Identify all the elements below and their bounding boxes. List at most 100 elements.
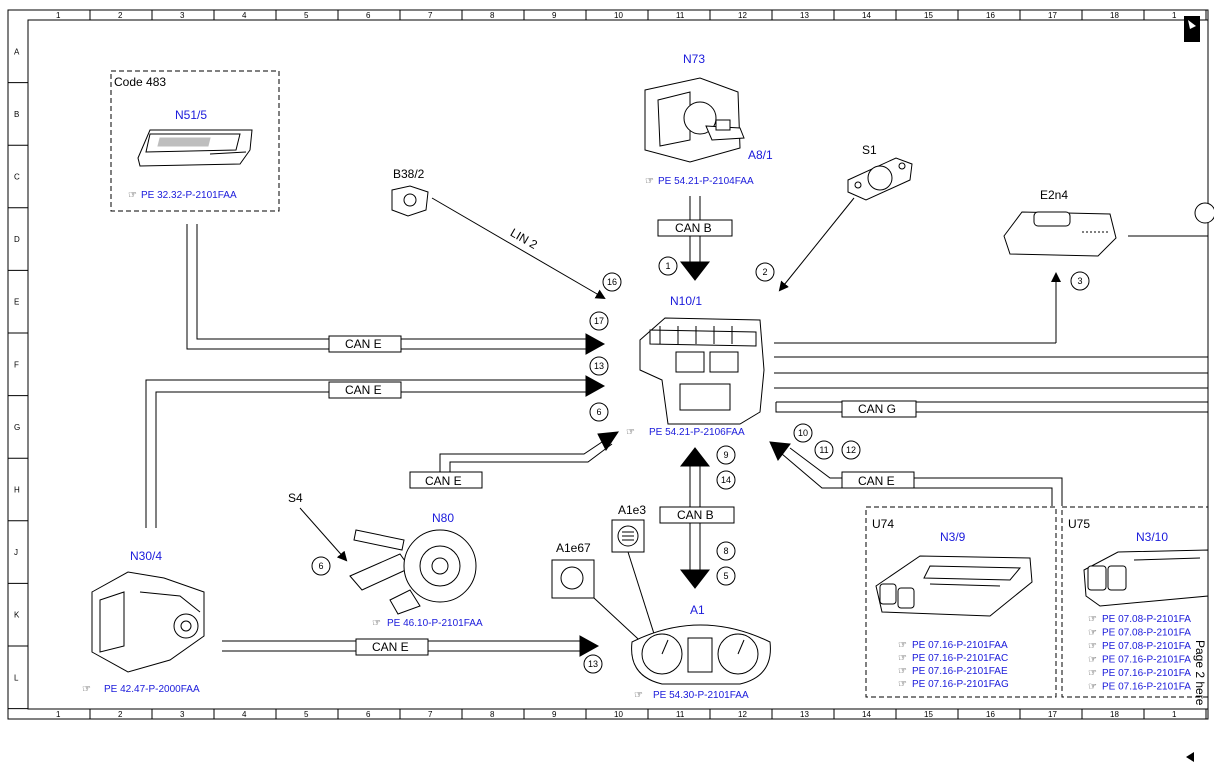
b38-2-sensor-icon bbox=[391, 185, 429, 217]
reference-link[interactable]: PE 07.08-P-2101FA bbox=[1102, 628, 1191, 639]
column-number: 1 bbox=[1172, 11, 1177, 20]
can-e-n80-label: CAN E bbox=[425, 474, 462, 488]
reference-link[interactable]: PE 07.16-P-2101FA bbox=[1102, 682, 1191, 693]
reference-link[interactable]: PE 07.16-P-2101FA bbox=[1102, 655, 1191, 666]
column-number: 15 bbox=[924, 11, 933, 20]
svg-text:9: 9 bbox=[723, 450, 728, 460]
s1-label: S1 bbox=[862, 143, 877, 157]
circle-callout-c10: 10 bbox=[793, 423, 813, 443]
u75-references: ☞ PE 07.08-P-2101FA ☞ PE 07.08-P-2101FA ☞ PE … bbox=[1088, 614, 1191, 693]
e2n4-edge-circle bbox=[1194, 202, 1214, 224]
column-number: 6 bbox=[366, 710, 371, 719]
s1-arrow bbox=[778, 197, 855, 292]
n3-10-label: N3/10 bbox=[1136, 530, 1168, 544]
u74-label: U74 bbox=[872, 517, 894, 531]
reference-pointer-icon: ☞ bbox=[1088, 641, 1097, 652]
svg-text:☞: ☞ bbox=[626, 427, 635, 438]
svg-text:☞: ☞ bbox=[82, 684, 91, 695]
u75-label: U75 bbox=[1068, 517, 1090, 531]
column-number: 11 bbox=[676, 11, 685, 20]
n73-label: N73 bbox=[683, 52, 705, 66]
lin2-line bbox=[431, 197, 606, 300]
column-number: 1 bbox=[56, 11, 61, 20]
can-e-line-2 bbox=[145, 375, 606, 528]
svg-text:16: 16 bbox=[607, 277, 617, 287]
column-number: 6 bbox=[366, 11, 371, 20]
svg-text:PE 54.30-P-2101FAA: PE 54.30-P-2101FAA bbox=[653, 690, 749, 701]
svg-text:5: 5 bbox=[723, 571, 728, 581]
column-number: 12 bbox=[738, 710, 747, 719]
n73-ignition-lock-icon bbox=[644, 77, 745, 163]
s4-arrow bbox=[299, 507, 348, 562]
reference-link[interactable]: PE 07.16-P-2101FA bbox=[1102, 668, 1191, 679]
reference-pointer-icon: ☞ bbox=[898, 679, 907, 690]
reference-link[interactable]: PE 07.16-P-2101FAA bbox=[912, 640, 1008, 651]
n10-1-label: N10/1 bbox=[670, 294, 702, 308]
row-letter: E bbox=[14, 298, 19, 307]
svg-text:☞: ☞ bbox=[372, 618, 381, 629]
circle-callout-c16: 16 bbox=[602, 272, 622, 292]
circle-callout-c6b: 6 bbox=[311, 556, 331, 576]
page-continuation-note: Page 2 here bbox=[1193, 640, 1207, 706]
can-g-label: CAN G bbox=[858, 402, 896, 416]
svg-text:3: 3 bbox=[1077, 276, 1082, 286]
column-number: 16 bbox=[986, 710, 995, 719]
column-number: 4 bbox=[242, 11, 247, 20]
svg-text:17: 17 bbox=[594, 316, 604, 326]
reference-link[interactable]: PE 07.16-P-2101FAC bbox=[912, 653, 1008, 664]
continuation-arrow-icon bbox=[1186, 752, 1194, 762]
n51-5-label: N51/5 bbox=[175, 108, 207, 122]
column-number: 10 bbox=[614, 11, 623, 20]
reference-pointer-icon: ☞ bbox=[1088, 668, 1097, 679]
circle-callout-c5: 5 bbox=[716, 566, 736, 586]
can-b-top-label: CAN B bbox=[675, 221, 712, 235]
reference-link[interactable]: PE 07.16-P-2101FAG bbox=[912, 679, 1009, 690]
column-number: 2 bbox=[118, 11, 123, 20]
column-number: 15 bbox=[924, 710, 933, 719]
can-e-line-1 bbox=[186, 224, 606, 355]
circle-callout-c13a: 13 bbox=[589, 356, 609, 376]
n80-reference: ☞ PE 46.10-P-2101FAA bbox=[372, 618, 483, 629]
reference-pointer-icon: ☞ bbox=[898, 653, 907, 664]
svg-text:PE 46.10-P-2101FAA: PE 46.10-P-2101FAA bbox=[387, 618, 483, 629]
reference-link[interactable]: PE 07.08-P-2101FA bbox=[1102, 641, 1191, 652]
row-letter: B bbox=[14, 110, 19, 119]
svg-text:PE 32.32-P-2101FAA: PE 32.32-P-2101FAA bbox=[141, 190, 237, 201]
circle-callout-c14: 14 bbox=[716, 470, 736, 490]
svg-text:1: 1 bbox=[665, 261, 670, 271]
page-corner-icon bbox=[1184, 16, 1200, 42]
u75-box bbox=[1061, 506, 1209, 698]
row-letter: A bbox=[14, 47, 20, 56]
column-number: 3 bbox=[180, 710, 185, 719]
n3-9-engine-control-unit-icon bbox=[875, 555, 1033, 617]
reference-pointer-icon: ☞ bbox=[898, 666, 907, 677]
can-g-line bbox=[775, 401, 1208, 413]
circle-callout-c9: 9 bbox=[716, 445, 736, 465]
circle-callout-c2: 2 bbox=[755, 262, 775, 282]
svg-text:6: 6 bbox=[318, 561, 323, 571]
column-number: 17 bbox=[1048, 710, 1057, 719]
can-b-bottom-label: CAN B bbox=[677, 508, 714, 522]
reference-pointer-icon: ☞ bbox=[898, 640, 907, 651]
svg-text:6: 6 bbox=[596, 407, 601, 417]
a1e67-label: A1e67 bbox=[556, 541, 591, 555]
column-number: 1 bbox=[56, 710, 61, 719]
row-letter: L bbox=[14, 673, 19, 682]
column-number: 9 bbox=[552, 710, 557, 719]
reference-link[interactable]: PE 07.16-P-2101FAE bbox=[912, 666, 1008, 677]
optional-equipment-box bbox=[110, 70, 280, 212]
svg-text:☞: ☞ bbox=[128, 190, 137, 201]
n30-4-reference: ☞ PE 42.47-P-2000FAA bbox=[82, 684, 200, 695]
n51-5-module-icon bbox=[137, 129, 253, 167]
e2n4-label: E2n4 bbox=[1040, 188, 1068, 202]
reference-link[interactable]: PE 07.08-P-2101FA bbox=[1102, 614, 1191, 625]
column-number: 12 bbox=[738, 11, 747, 20]
reference-pointer-icon: ☞ bbox=[1088, 655, 1097, 666]
column-number: 13 bbox=[800, 11, 809, 20]
a1-label: A1 bbox=[690, 603, 705, 617]
column-number: 14 bbox=[862, 710, 871, 719]
